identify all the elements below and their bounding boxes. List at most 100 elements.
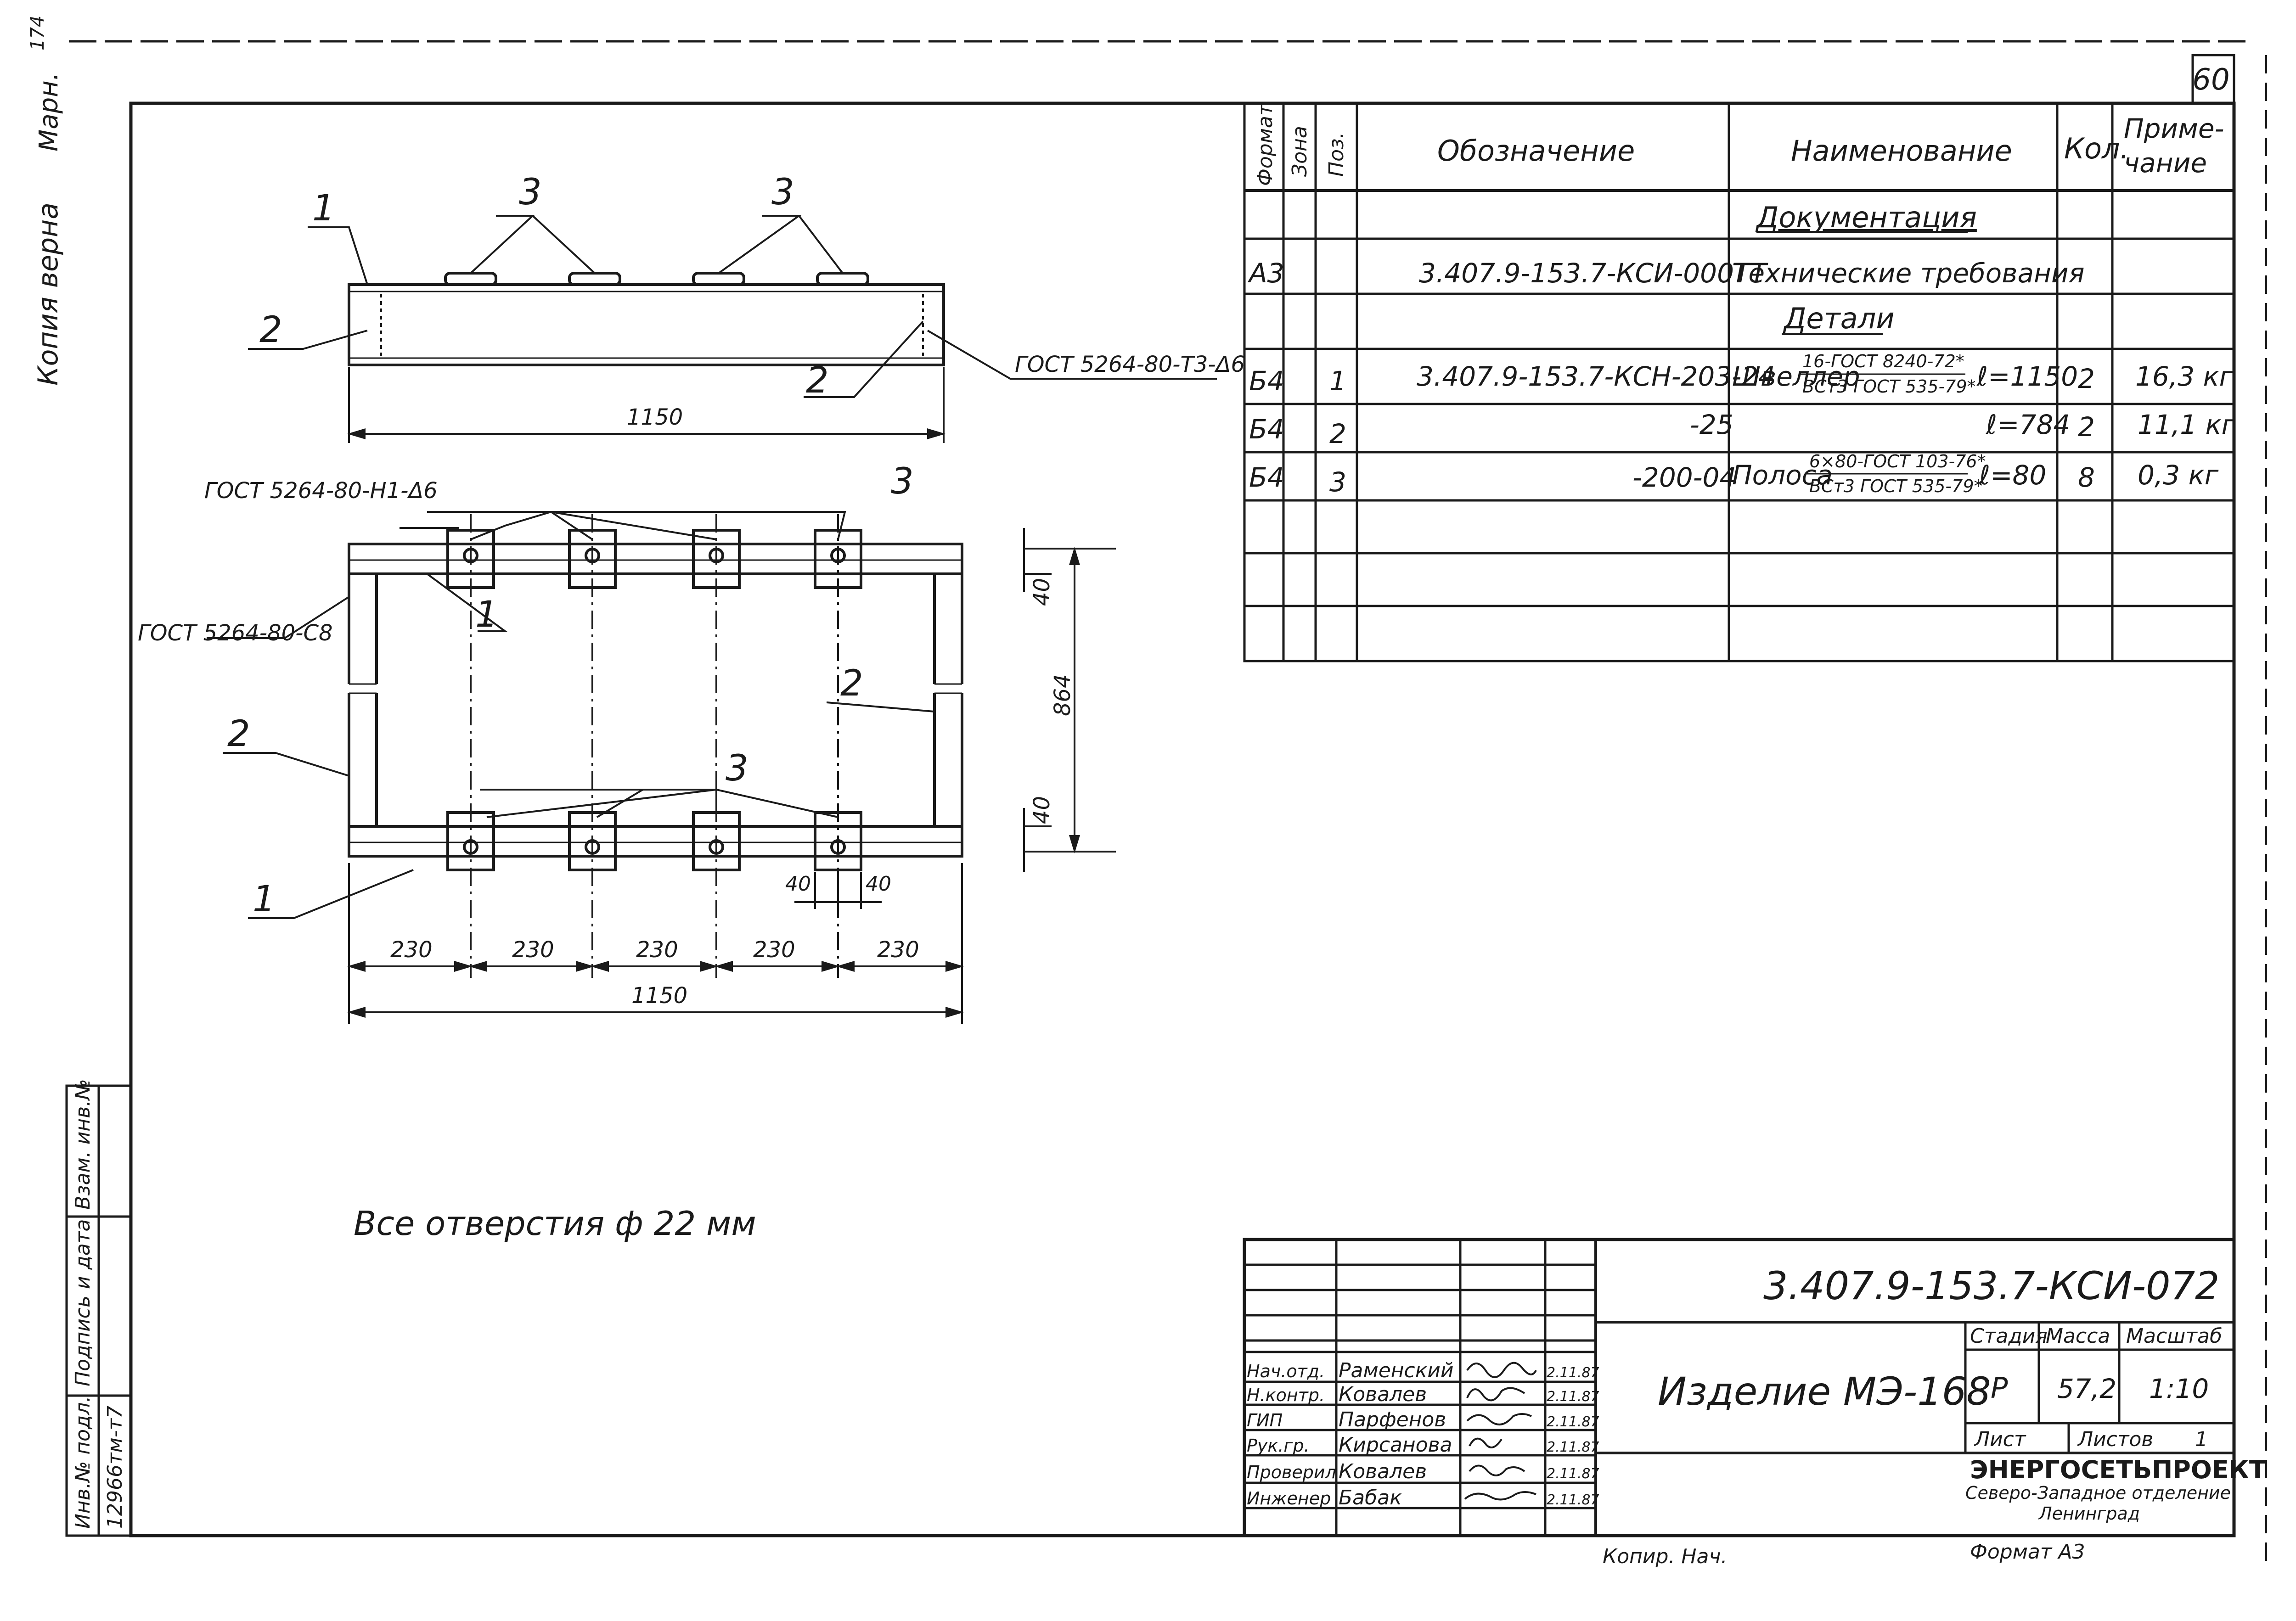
title-block bbox=[1243, 1238, 2236, 1537]
plan-label-pos1-top: 1 bbox=[475, 594, 498, 635]
tb-stage: Р bbox=[1991, 1371, 2008, 1405]
person-date: 2.11.87 bbox=[1547, 1439, 1599, 1455]
plan-label-pos2-right: 2 bbox=[840, 663, 863, 704]
plan-label-pos1-bottom: 1 bbox=[253, 879, 276, 920]
section-docs: Документация bbox=[1755, 201, 1977, 234]
edge-40-bottom: 40 bbox=[1029, 796, 1055, 824]
person-name: Бабак bbox=[1339, 1486, 1402, 1509]
inv-orig-label: Инв.№ подл. bbox=[71, 1396, 95, 1529]
person-date: 2.11.87 bbox=[1547, 1466, 1599, 1482]
tb-sheets: 1 bbox=[2195, 1428, 2208, 1451]
row1-qty: 2 bbox=[2078, 363, 2095, 394]
tb-scale: 1:10 bbox=[2149, 1373, 2209, 1404]
plan-dimensions bbox=[207, 511, 1116, 1024]
row1-designation: 3.407.9-153.7-КСН-203-24 bbox=[1417, 361, 1775, 392]
person-date: 2.11.87 bbox=[1547, 1365, 1599, 1381]
spacing-2: 230 bbox=[512, 937, 554, 963]
person-role: Проверил bbox=[1247, 1462, 1336, 1482]
row1-format: Б4 bbox=[1249, 365, 1284, 397]
person-role: Инженер bbox=[1247, 1488, 1331, 1509]
col-name: Наименование bbox=[1791, 134, 2012, 168]
tb-scale-label: Масштаб bbox=[2126, 1324, 2222, 1348]
elevation-leaders bbox=[248, 215, 1217, 443]
elev-label-pos3-a: 3 bbox=[519, 172, 542, 213]
tb-sheets-label: Листов bbox=[2077, 1428, 2153, 1451]
row2-designation: -25 bbox=[1690, 409, 1733, 440]
row3-qty: 8 bbox=[2078, 462, 2095, 493]
sheet-number: 60 bbox=[2192, 63, 2229, 97]
row1-note: 16,3 кг bbox=[2135, 361, 2234, 392]
col-zone: Зона bbox=[1288, 126, 1311, 177]
row3-spec-top: 6×80-ГОСТ 103-76* bbox=[1809, 451, 1986, 471]
tb-code: 3.407.9-153.7-КСИ-072 bbox=[1763, 1263, 2219, 1308]
sign-date-label: Подпись и дата bbox=[71, 1219, 95, 1386]
row3-name: Полоса bbox=[1732, 460, 1833, 491]
weld-plan-left: ГОСТ 5264-80-С8 bbox=[138, 620, 333, 646]
footer-format: Формат А3 bbox=[1970, 1540, 2085, 1564]
elev-length: 1150 bbox=[627, 404, 683, 430]
edge-40-top: 40 bbox=[1029, 578, 1055, 606]
plan-label-pos3-top: 3 bbox=[891, 461, 914, 502]
elev-label-pos2-right: 2 bbox=[806, 360, 829, 401]
col-format: Формат bbox=[1254, 103, 1277, 186]
person-date: 2.11.87 bbox=[1547, 1414, 1599, 1430]
bom-table bbox=[1243, 102, 2235, 662]
spacing-3: 230 bbox=[636, 937, 678, 963]
plan-label-pos2-left: 2 bbox=[227, 713, 250, 755]
row2-length: ℓ=784 bbox=[1986, 409, 2070, 440]
row1-spec-bottom: ВСт3 ГОСТ 535-79* bbox=[1802, 376, 1976, 397]
elev-label-pos3-b: 3 bbox=[771, 172, 794, 213]
section-parts: Детали bbox=[1783, 302, 1895, 335]
elev-label-pos1: 1 bbox=[312, 188, 335, 229]
side-stamp bbox=[65, 1084, 132, 1537]
spacing-4: 230 bbox=[753, 937, 795, 963]
weld-top-right: ГОСТ 5264-80-Т3-Δ6 bbox=[1015, 352, 1245, 377]
inv-replace-label: Взам. инв.№ bbox=[71, 1079, 95, 1210]
plan-view bbox=[348, 529, 963, 871]
row1-pos: 1 bbox=[1329, 365, 1346, 397]
col-note-2: чание bbox=[2124, 147, 2207, 179]
tb-item: Изделие МЭ-168 bbox=[1658, 1369, 1991, 1414]
plan-label-pos3-bottom: 3 bbox=[726, 748, 748, 789]
corner-mark: 174 bbox=[27, 16, 48, 50]
elev-label-pos2-left: 2 bbox=[259, 309, 282, 351]
holes-note: Все отверстия ф 22 мм bbox=[354, 1204, 756, 1243]
person-role: ГИП bbox=[1247, 1410, 1283, 1430]
weld-plan-top: ГОСТ 5264-80-Н1-Δ6 bbox=[204, 478, 438, 504]
spacing-5: 230 bbox=[877, 937, 919, 963]
tb-mass-label: Масса bbox=[2046, 1324, 2110, 1348]
person-name: Ковалев bbox=[1339, 1383, 1427, 1406]
row3-note: 0,3 кг bbox=[2138, 460, 2219, 491]
tb-org-city: Ленинград bbox=[2038, 1503, 2140, 1524]
copy-stamp-signature: Марн. bbox=[34, 72, 64, 151]
row1-spec-top: 16-ГОСТ 8240-72* bbox=[1802, 351, 1964, 371]
row1-length: ℓ=1150 bbox=[1976, 361, 2078, 392]
person-role: Н.контр. bbox=[1247, 1385, 1325, 1405]
footer-copy: Копир. Нач. bbox=[1603, 1545, 1727, 1568]
tb-mass: 57,2 bbox=[2057, 1373, 2116, 1404]
col-pos: Поз. bbox=[1325, 132, 1348, 177]
row2-note: 11,1 кг bbox=[2138, 409, 2236, 440]
row3-designation: -200-04 bbox=[1632, 462, 1736, 493]
col-qty: Кол. bbox=[2064, 132, 2129, 165]
doc-format: А3 bbox=[1247, 258, 1284, 289]
plate-40-right: 40 bbox=[866, 872, 891, 896]
tb-stage-label: Стадия bbox=[1970, 1324, 2048, 1348]
person-name: Парфенов bbox=[1339, 1408, 1446, 1431]
sheet-frame bbox=[69, 40, 2267, 1570]
plan-width: 864 bbox=[1050, 674, 1075, 716]
col-designation: Обозначение bbox=[1437, 134, 1635, 168]
spacing-1: 230 bbox=[390, 937, 433, 963]
col-note-1: Приме- bbox=[2124, 113, 2224, 144]
row3-length: ℓ=80 bbox=[1979, 460, 2046, 491]
row2-pos: 2 bbox=[1329, 418, 1346, 449]
inv-orig-value: 12966тм-т7 bbox=[103, 1406, 127, 1529]
row3-pos: 3 bbox=[1329, 466, 1346, 498]
tb-people: Нач.отд. Раменский 2.11.87 Н.контр. Кова… bbox=[1247, 1359, 1599, 1509]
row3-format: Б4 bbox=[1249, 462, 1284, 493]
row2-format: Б4 bbox=[1249, 414, 1284, 445]
doc-name: Технические требования bbox=[1732, 258, 2085, 289]
tb-org: ЭНЕРГОСЕТЬПРОЕКТ bbox=[1970, 1455, 2266, 1484]
doc-designation: 3.407.9-153.7-КСИ-000ТТ bbox=[1419, 258, 1768, 289]
